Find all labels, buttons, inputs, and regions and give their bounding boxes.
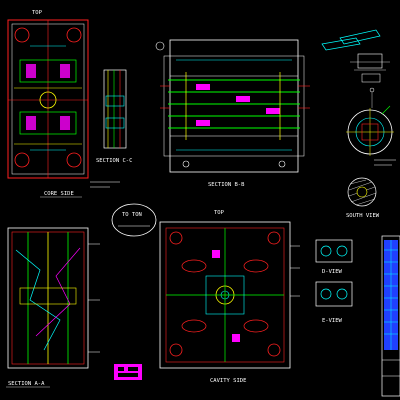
section-cc-label: SECTION C-C xyxy=(96,158,132,164)
core-side-label: CORE SIDE xyxy=(44,191,74,197)
section-bb-label: SECTION B-B xyxy=(208,182,245,188)
title-block xyxy=(381,235,400,397)
cavity-side-view xyxy=(159,221,300,369)
cavity-side-label: CAVITY SIDE xyxy=(210,378,246,384)
legend-block xyxy=(114,364,142,380)
section-aa-view xyxy=(7,227,100,369)
d-view-label: D-VIEW xyxy=(322,269,343,275)
section-aa-label: SECTION A-A xyxy=(8,381,45,387)
detail-parts xyxy=(321,29,390,83)
tonnage-note: TO TON xyxy=(111,203,157,237)
south-view-label: SOUTH VIEW xyxy=(346,213,380,219)
south-view xyxy=(347,177,377,207)
section-cc-view xyxy=(103,69,127,149)
d-view xyxy=(315,239,353,263)
cavity-top-label: TOP xyxy=(214,210,225,216)
ton-label: TO TON xyxy=(122,212,142,218)
core-side-view xyxy=(7,19,89,179)
circular-detail-view xyxy=(346,87,394,156)
e-view-label: E-VIEW xyxy=(322,318,343,324)
section-bb-view xyxy=(155,39,310,173)
core-top-label: TOP xyxy=(32,10,43,16)
e-view xyxy=(315,281,353,307)
